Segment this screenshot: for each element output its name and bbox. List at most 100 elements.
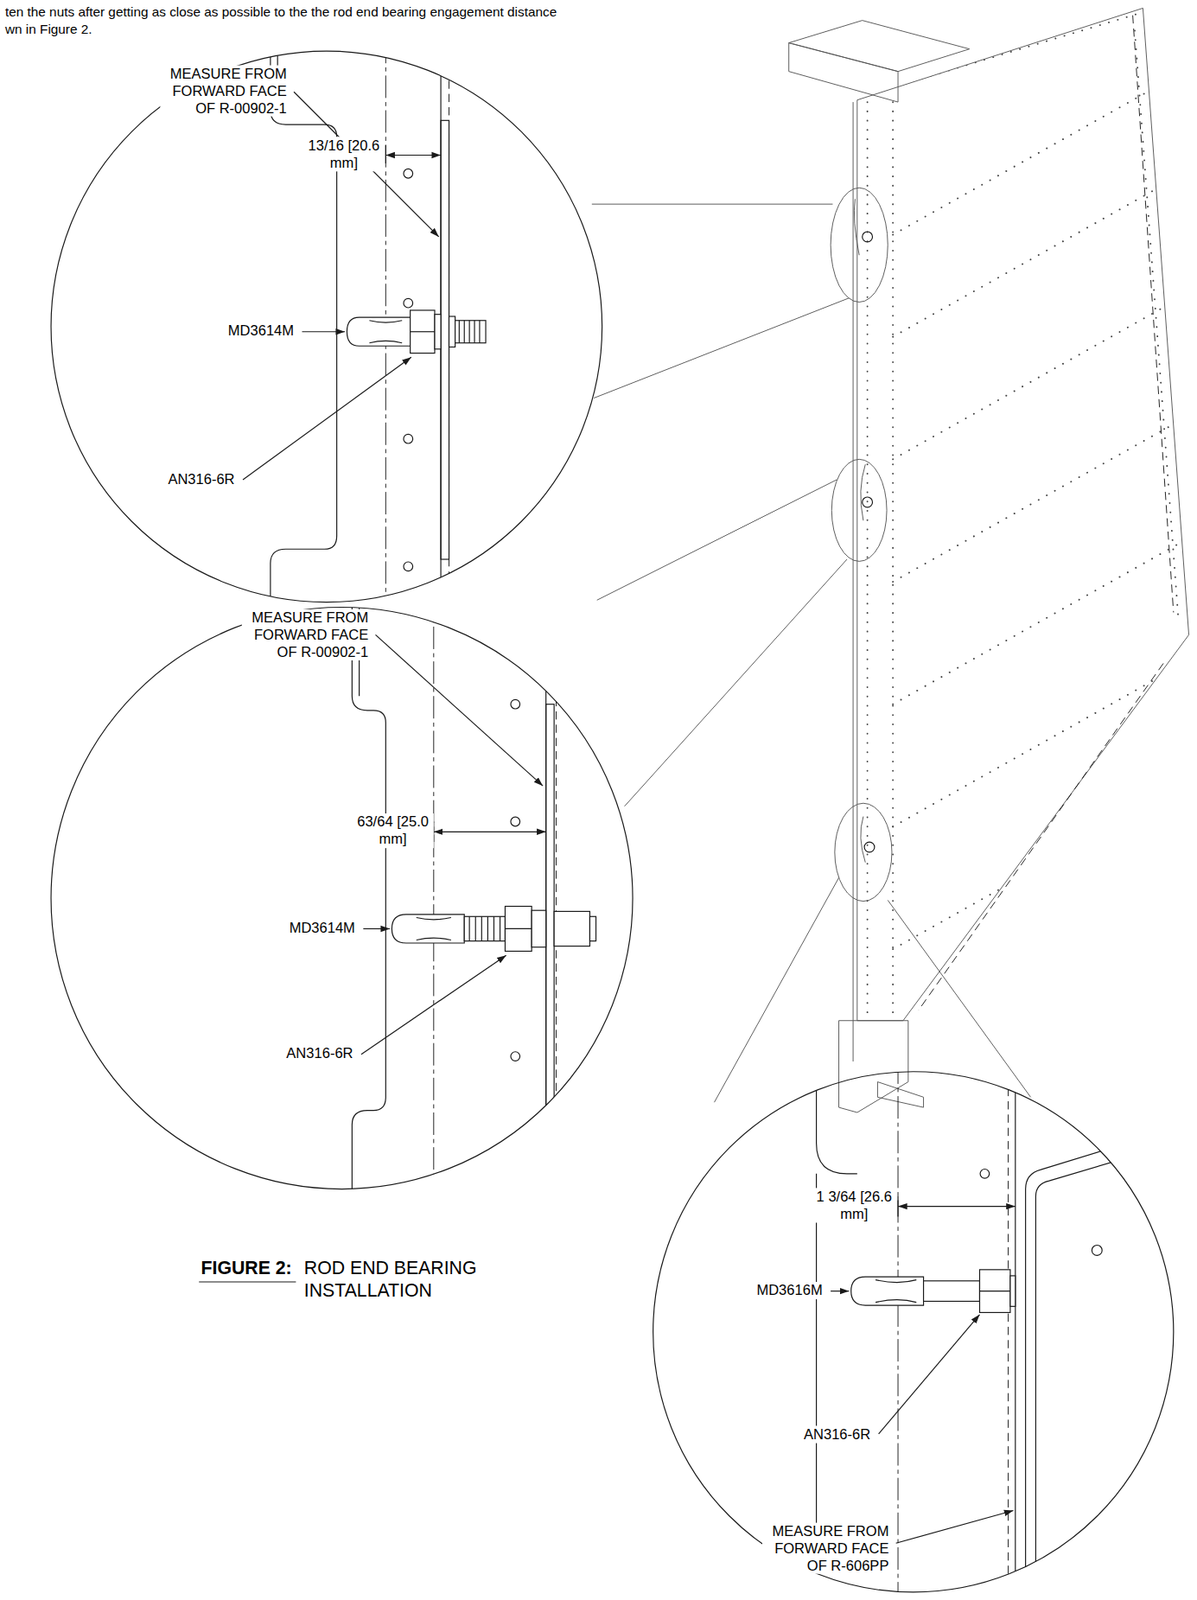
bearing-detail [440,120,449,560]
rudder-panel [891,101,894,1021]
instruction-text: wn in Figure 2. [3,21,95,38]
bearing-detail [980,1169,990,1179]
bearing-detail [410,331,435,332]
bearing-detail [510,1158,521,1169]
detail-callout [887,899,1031,1097]
part-number: MD3614M [286,919,357,937]
rudder-panel [892,173,1185,338]
detail-callout [624,559,847,807]
instruction-text: ten the nuts after getting as close as p… [3,4,560,20]
leader-line [896,1509,1014,1543]
bearing-detail [816,1061,858,1174]
bearing-detail [1091,1244,1102,1255]
detail-callout [592,187,1032,1102]
rudder-panel [1133,15,1174,613]
leader-line [830,1290,849,1292]
bearing-detail [346,317,414,346]
detail-circle [50,50,1174,1592]
bearing-detail [1010,1275,1016,1306]
detail-callout [597,479,837,600]
part-number: AN316-6R [284,1044,356,1063]
leader-line [375,634,544,786]
leader-line [242,91,1013,1543]
rudder-panel [918,662,1164,1010]
bearing-detail [351,592,386,1204]
bearing-detail [897,1205,1016,1207]
rudder-panel [877,12,1143,92]
rudder-panel [1134,30,1179,623]
detail-callout [864,841,875,853]
bearing-detail [449,316,456,347]
rudder-panel [857,7,1190,1020]
bearing-detail [434,314,441,350]
bearing-detail [504,905,532,951]
bearing-detail [403,168,414,179]
detail-callout [853,198,866,862]
detail-circle [50,50,603,603]
rudder-panel [892,785,1185,949]
bearing-detail [403,561,414,572]
leader-line [362,928,390,930]
measure-note: MEASURE FROM FORWARD FACE OF R-606PP [762,1522,892,1574]
part-number: MD3614M [225,322,296,340]
bearing-detail [416,916,452,940]
bearing-detail [510,699,521,709]
bearing-detail [851,1276,924,1306]
bearing-detail [385,154,441,156]
bearing-detail [469,916,500,941]
bearing-detail [391,914,465,943]
bearing-detail [980,1290,1011,1292]
rudder-panel [892,71,1185,236]
rudder-panel [892,295,1185,459]
part-number: MD3616M [754,1281,825,1299]
bearing-detail [270,40,486,633]
detail-callout [593,298,849,399]
bearing-detail [464,916,505,941]
bearing-detail [897,1061,899,1600]
bearing-detail [403,298,414,308]
bearing-detail [1007,1061,1009,1600]
rudder-panel [853,101,854,1062]
bearing-detail [980,1269,1011,1313]
rudder-panel [866,101,869,1021]
bearing-detail [504,928,532,930]
bearing-detail [1014,1061,1016,1600]
rudder-panel [789,43,898,102]
rudder-panel [789,20,970,72]
dimension-label: 1 3/64 [26.6 mm] [813,1187,895,1223]
bearing-detail [531,910,547,948]
rudder-panel [877,1082,924,1108]
bearing-detail [433,831,547,833]
leader-line [878,1314,981,1434]
detail-callout [831,458,887,561]
detail-circle [653,1071,1174,1592]
bearing-detail [410,310,435,354]
bearing-detail [1025,1122,1195,1600]
bearing-detail [555,592,557,1204]
caption-underline [198,1280,296,1282]
bearing-detail [432,592,434,1204]
bearing-detail [553,910,590,946]
detail-callout [714,877,840,1102]
bearing-detail [385,145,387,164]
dimension-label: 63/64 [25.0 mm] [351,813,433,848]
leader-line [361,955,507,1055]
dimension-label: 13/16 [20.6 mm] [303,136,385,172]
bearing-detail [510,1051,521,1062]
detail-callout [862,496,873,508]
part-number: AN316-6R [802,1425,873,1443]
bearing-detail [351,592,596,1204]
bearing-detail [589,916,596,941]
bearing-detail [546,704,554,1154]
leader-line [242,356,412,480]
measure-note: MEASURE FROM FORWARD FACE OF R-00902-1 [159,65,289,117]
bearing-detail [923,1280,981,1302]
bearing-detail [369,320,402,344]
bearing-detail [458,320,480,344]
detail-callout [830,187,888,302]
bearing-detail [816,1061,1195,1600]
detail-callout [862,231,873,242]
bearing-detail [875,1279,917,1303]
